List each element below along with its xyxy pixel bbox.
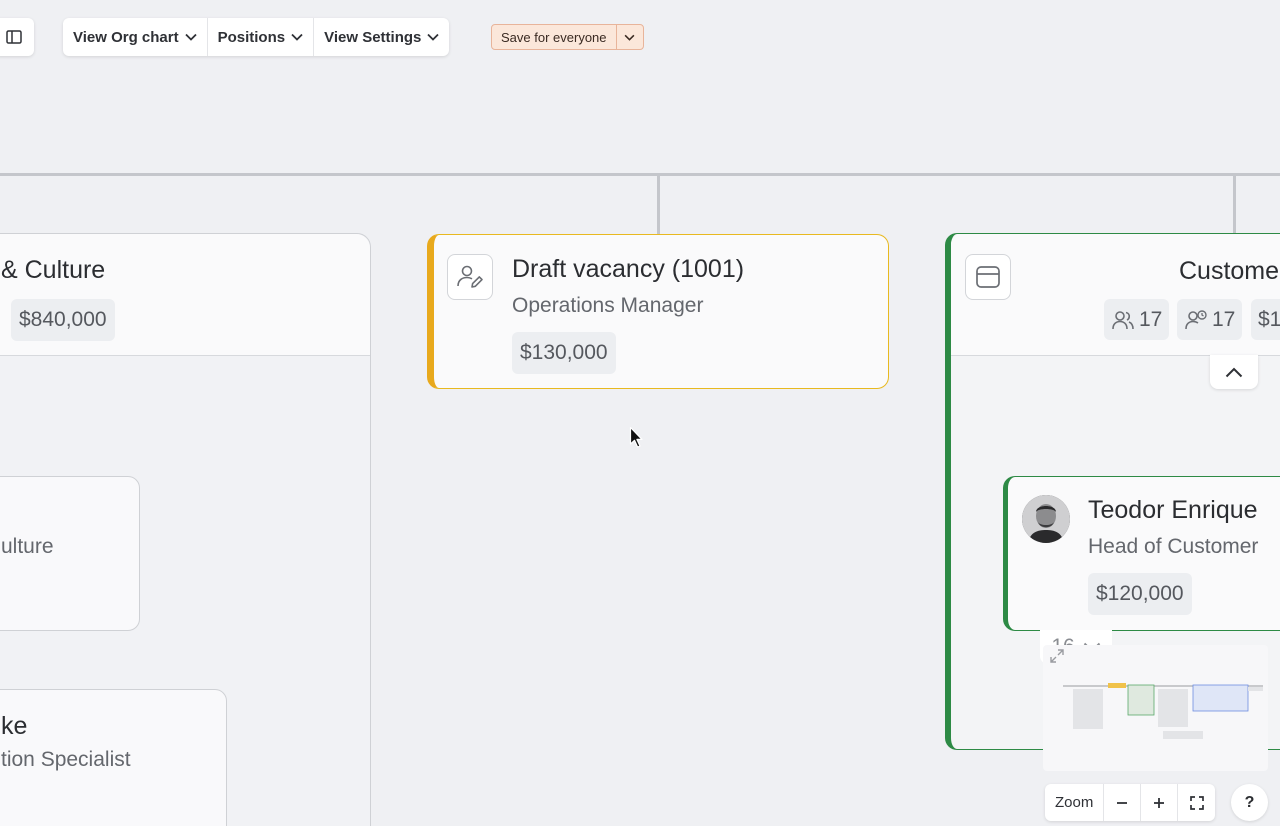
vacancy-title: Draft vacancy (1001) xyxy=(512,255,745,283)
org-connector-vertical xyxy=(1233,175,1236,235)
salary-badge: $120,000 xyxy=(1088,573,1192,615)
person-card-teodor[interactable]: Teodor Enrique Head of Customer $120,000 xyxy=(1003,476,1280,631)
zoom-label: Zoom xyxy=(1045,784,1105,821)
department-icon-box xyxy=(965,254,1011,300)
view-menu-group: View Org chart Positions View Settings xyxy=(63,18,450,56)
minus-icon xyxy=(1117,801,1128,804)
department-budget-value: $1 xyxy=(1258,307,1280,331)
user-clock-icon xyxy=(1185,309,1207,329)
sidebar-panel-icon xyxy=(6,30,22,44)
help-button[interactable]: ? xyxy=(1231,784,1268,821)
minimap-expand-icon[interactable] xyxy=(1049,648,1065,664)
department-window-icon xyxy=(976,266,1000,288)
department-budget-badge: $1 xyxy=(1251,299,1280,340)
vacancy-icon-box xyxy=(447,254,493,300)
vacancy-salary-value: $130,000 xyxy=(520,341,608,364)
position-subtitle: tion Specialist xyxy=(1,748,131,771)
view-org-chart-dropdown[interactable]: View Org chart xyxy=(63,18,208,56)
positions-dropdown[interactable]: Positions xyxy=(208,18,315,56)
user-edit-icon xyxy=(457,265,483,288)
person-role: Head of Customer xyxy=(1088,535,1259,558)
view-org-chart-label: View Org chart xyxy=(73,28,179,46)
headcount-value: 17 xyxy=(1139,307,1163,331)
view-settings-label: View Settings xyxy=(324,28,422,46)
org-connector-horizontal xyxy=(0,173,1280,176)
fullscreen-button[interactable] xyxy=(1178,784,1215,821)
users-icon xyxy=(1112,310,1134,329)
save-view-group: Save for everyone xyxy=(491,24,644,50)
avatar-portrait-icon xyxy=(1022,495,1070,543)
chevron-up-icon xyxy=(1225,367,1243,377)
zoom-controls: Zoom xyxy=(1045,784,1216,821)
mouse-cursor-icon xyxy=(629,426,643,448)
chevron-down-icon xyxy=(427,33,440,41)
plus-icon xyxy=(1154,797,1165,808)
chevron-down-icon xyxy=(291,33,303,41)
draft-vacancy-card[interactable]: Draft vacancy (1001) Operations Manager … xyxy=(427,234,889,389)
position-card-culture[interactable]: ulture xyxy=(0,476,140,631)
open-positions-value: 17 xyxy=(1212,307,1236,331)
save-options-dropdown[interactable] xyxy=(615,25,643,49)
minimap-preview xyxy=(1063,683,1263,739)
salary-value: $120,000 xyxy=(1096,582,1184,605)
department-title: & Culture xyxy=(1,256,106,284)
department-title: Custome xyxy=(1179,257,1280,285)
collapse-button[interactable] xyxy=(1210,355,1258,389)
chevron-down-icon xyxy=(184,33,197,41)
view-settings-dropdown[interactable]: View Settings xyxy=(314,18,449,56)
department-budget-value: $840,000 xyxy=(19,308,107,331)
position-card-specialist[interactable]: ke tion Specialist xyxy=(0,689,227,826)
headcount-badge: 17 xyxy=(1104,299,1170,340)
vacancy-role: Operations Manager xyxy=(512,294,704,317)
person-name: ke xyxy=(1,712,28,740)
chevron-down-icon xyxy=(624,34,635,41)
minimap[interactable] xyxy=(1043,645,1268,771)
vacancy-salary-badge: $130,000 xyxy=(512,332,616,374)
position-subtitle: ulture xyxy=(1,535,54,558)
zoom-in-button[interactable] xyxy=(1141,784,1179,821)
zoom-out-button[interactable] xyxy=(1104,784,1142,821)
avatar xyxy=(1022,495,1070,543)
person-name: Teodor Enrique xyxy=(1088,496,1258,524)
department-budget-badge: $840,000 xyxy=(11,299,115,341)
sidebar-toggle-button[interactable] xyxy=(0,18,34,56)
open-positions-badge: 17 xyxy=(1177,299,1243,340)
positions-label: Positions xyxy=(217,28,286,46)
fullscreen-icon xyxy=(1189,795,1204,810)
save-for-everyone-button[interactable]: Save for everyone xyxy=(501,29,607,45)
org-connector-vertical xyxy=(657,175,660,235)
